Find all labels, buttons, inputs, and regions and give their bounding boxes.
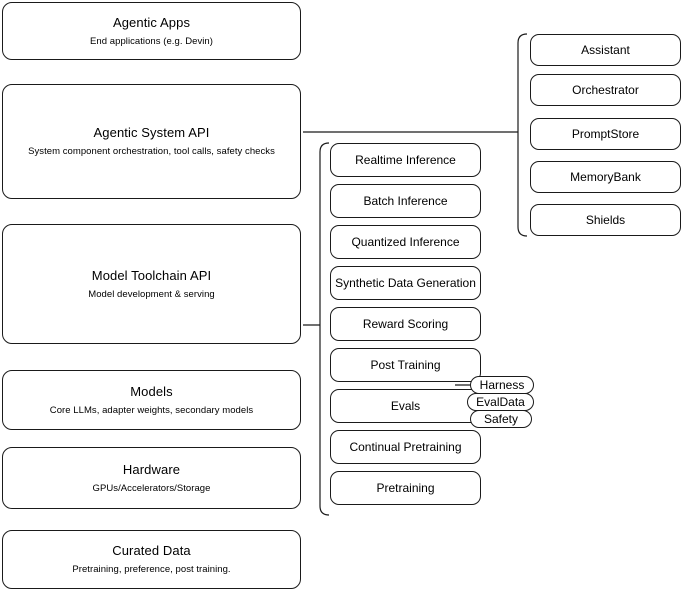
component-reward-scoring[interactable]: Reward Scoring [330,307,481,341]
component-label: PromptStore [571,126,640,141]
component-label: Quantized Inference [351,234,460,249]
component-label: Synthetic Data Generation [335,275,476,290]
layer-hardware[interactable]: Hardware GPUs/Accelerators/Storage [2,447,301,509]
layer-curated-data[interactable]: Curated Data Pretraining, preference, po… [2,530,301,589]
component-continual-pretraining[interactable]: Continual Pretraining [330,430,481,464]
component-promptstore[interactable]: PromptStore [530,118,681,150]
brace-toolchain-components [319,142,330,516]
component-evals[interactable]: Evals [330,389,481,423]
layer-agentic-apps[interactable]: Agentic Apps End applications (e.g. Devi… [2,2,301,60]
layer-title: Hardware [122,461,181,477]
component-label: Reward Scoring [362,316,449,331]
component-label: Realtime Inference [355,152,456,167]
component-label: Pretraining [376,480,435,495]
layer-subtitle: Pretraining, preference, post training. [72,564,231,575]
component-pretraining[interactable]: Pretraining [330,471,481,505]
component-quantized-inference[interactable]: Quantized Inference [330,225,481,259]
component-label: Batch Inference [363,193,448,208]
layer-title: Agentic Apps [112,14,191,30]
component-label: Shields [585,212,626,227]
layer-models[interactable]: Models Core LLMs, adapter weights, secon… [2,370,301,430]
pill-harness[interactable]: Harness [470,376,534,394]
component-label: Orchestrator [572,82,639,97]
layer-title: Model Toolchain API [91,267,212,283]
pill-safety[interactable]: Safety [470,410,532,428]
component-label: MemoryBank [570,169,641,184]
layer-title: Curated Data [112,543,191,558]
component-memorybank[interactable]: MemoryBank [530,161,681,193]
component-batch-inference[interactable]: Batch Inference [330,184,481,218]
pill-label: Harness [479,378,525,392]
pill-evaldata[interactable]: EvalData [467,393,534,411]
layer-subtitle: Model development & serving [88,288,215,300]
component-label: Continual Pretraining [349,439,462,454]
layer-model-toolchain-api[interactable]: Model Toolchain API Model development & … [2,224,301,344]
layer-subtitle: Core LLMs, adapter weights, secondary mo… [49,404,254,416]
layer-title: Agentic System API [93,125,210,140]
layer-agentic-system-api[interactable]: Agentic System API System component orch… [2,84,301,199]
component-synthetic-data-generation[interactable]: Synthetic Data Generation [330,266,481,300]
component-orchestrator[interactable]: Orchestrator [530,74,681,106]
layer-subtitle: End applications (e.g. Devin) [90,35,213,47]
component-post-training[interactable]: Post Training [330,348,481,382]
component-assistant[interactable]: Assistant [530,34,681,66]
component-label: Assistant [581,42,630,57]
pill-label: EvalData [476,395,525,409]
layer-title: Models [130,383,173,399]
component-shields[interactable]: Shields [530,204,681,236]
layer-subtitle: System component orchestration, tool cal… [28,146,275,157]
component-label: Post Training [370,357,441,372]
layer-subtitle: GPUs/Accelerators/Storage [92,482,211,494]
pill-label: Safety [483,412,519,426]
component-label: Evals [390,398,421,413]
brace-system-components [517,33,528,237]
component-realtime-inference[interactable]: Realtime Inference [330,143,481,177]
